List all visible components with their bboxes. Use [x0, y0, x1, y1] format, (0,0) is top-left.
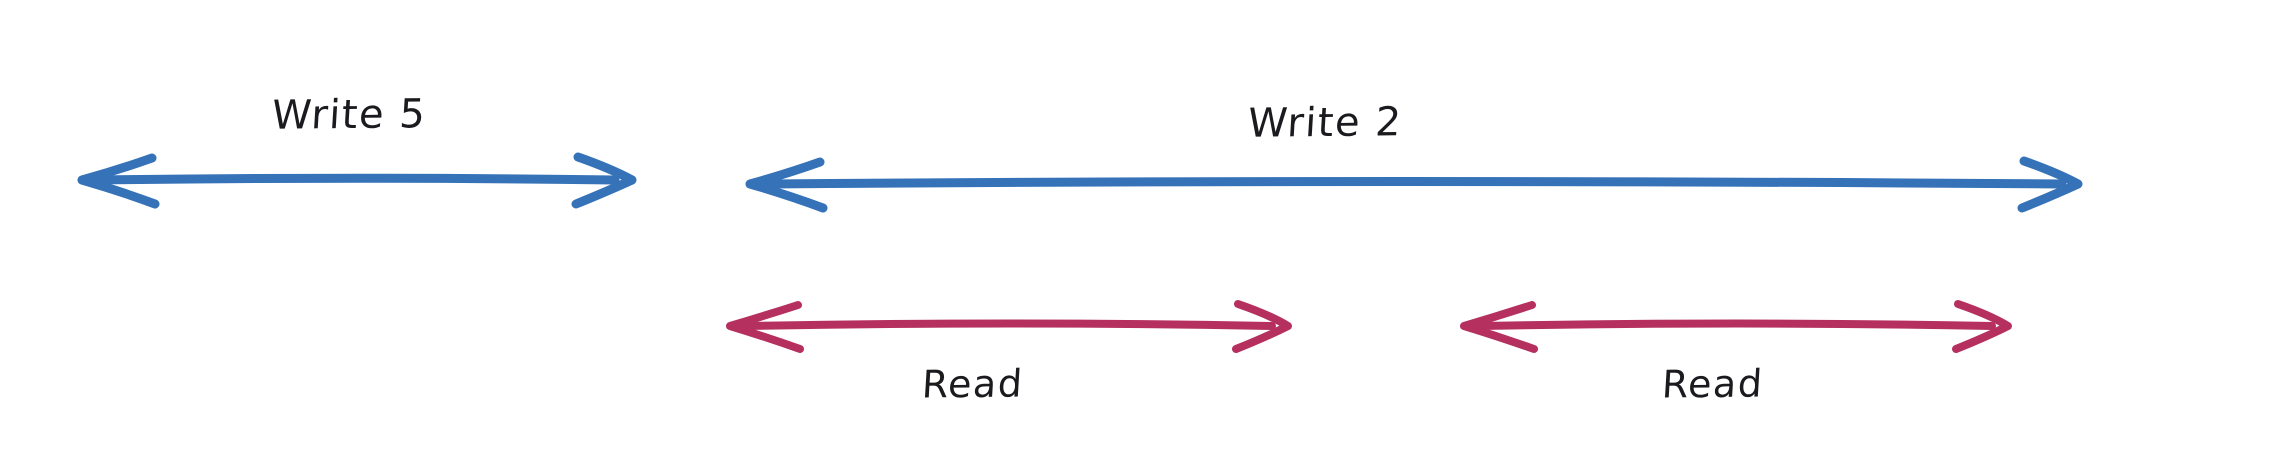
read-2-arrow [1460, 300, 2012, 353]
read-1-arrow-shaft [744, 319, 1276, 330]
write-2-arrowhead-right [2017, 156, 2083, 213]
write-5-arrow [77, 152, 637, 209]
write-5-label: Write 5 [270, 91, 428, 139]
write-2-arrow [745, 156, 2083, 213]
write-5-arrowhead-right [571, 152, 637, 209]
read-1-arrow [726, 300, 1292, 353]
write-2-arrowhead-left [745, 157, 828, 213]
read-1-arrowhead-left [726, 301, 804, 353]
write-5-arrow-shaft [95, 173, 620, 185]
read-1-label: Read [920, 361, 1025, 407]
write-5-arrowhead-left [77, 153, 160, 209]
write-2-arrow-shaft [763, 177, 2067, 189]
read-2-arrowhead-right [1952, 300, 2012, 353]
read-2-arrow-shaft [1478, 319, 1996, 330]
read-2-label: Read [1660, 361, 1765, 407]
read-2-arrowhead-left [1460, 301, 1538, 353]
read-1-arrowhead-right [1232, 300, 1292, 353]
write-2-label: Write 2 [1246, 99, 1404, 147]
